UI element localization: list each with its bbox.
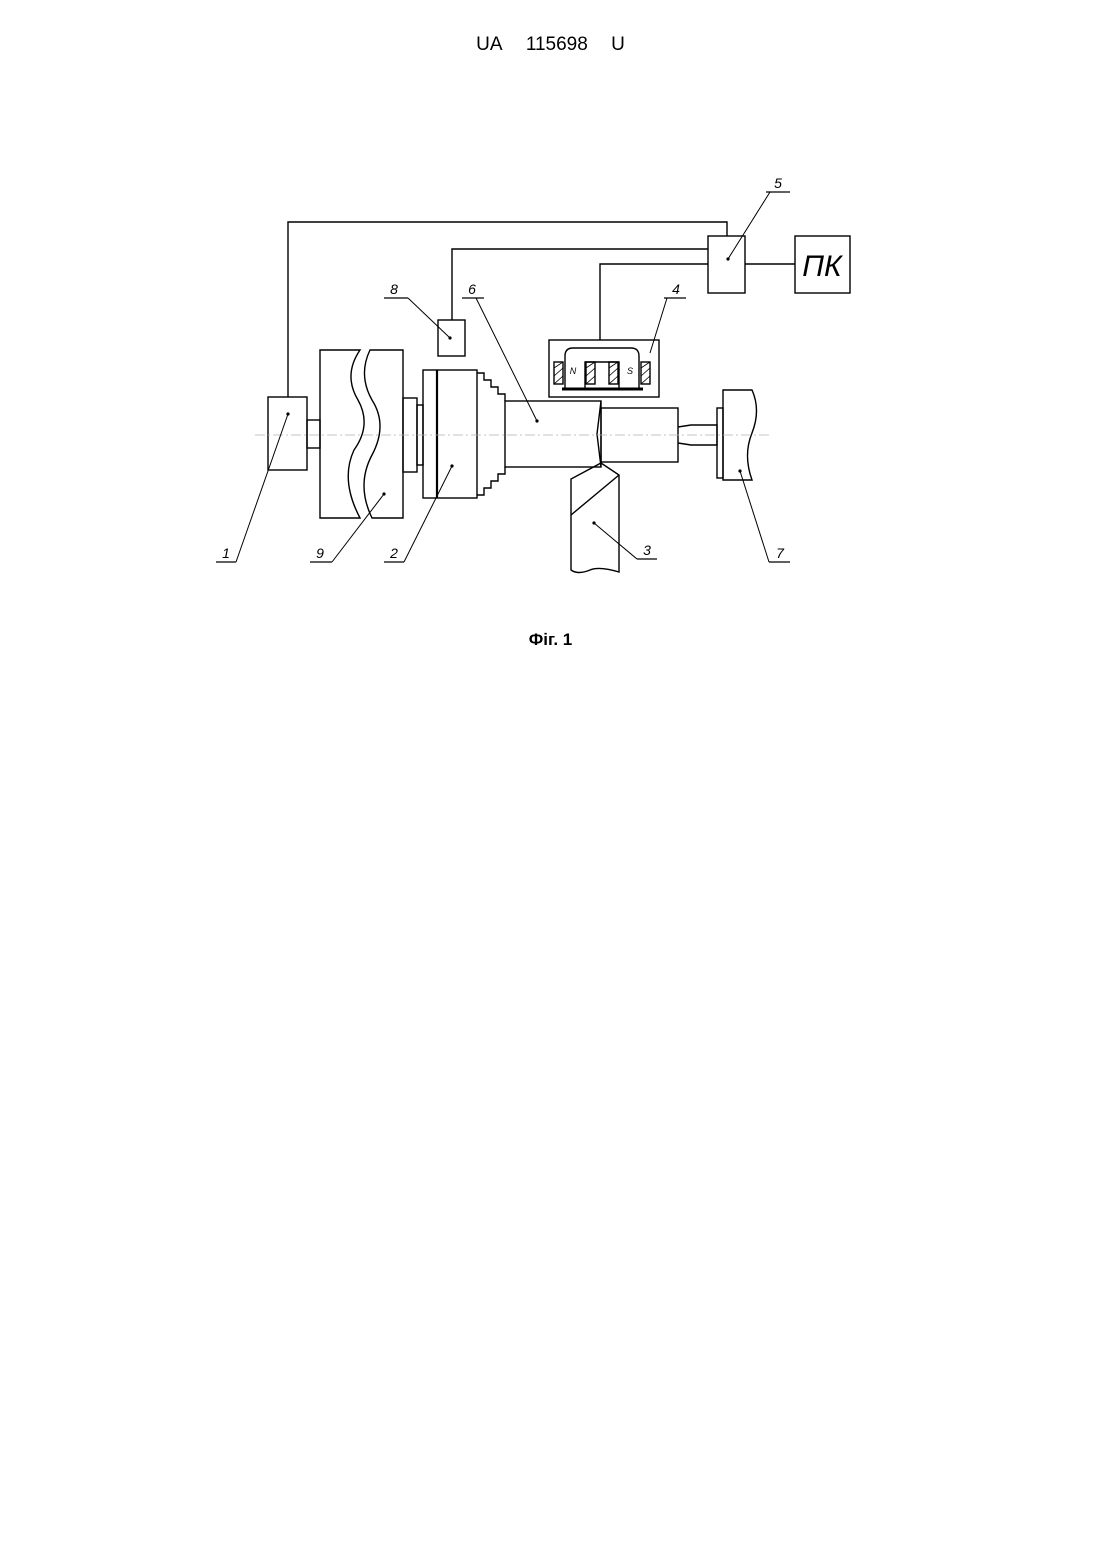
leader-6	[476, 298, 537, 421]
leader-9	[332, 494, 384, 562]
workpiece-6	[505, 401, 601, 467]
chuck-jaws-bottom	[477, 467, 505, 495]
wire-sensor8-to-unit5	[452, 249, 708, 320]
callout-4: 4	[672, 281, 680, 297]
wire-inductor4-to-unit5	[600, 264, 708, 340]
leader-8	[408, 298, 450, 338]
callout-1: 1	[222, 545, 230, 561]
leader-5	[728, 192, 770, 259]
wire-sensor1-to-unit5	[288, 222, 727, 397]
leader-7	[740, 471, 769, 562]
callout-6: 6	[468, 281, 476, 297]
chuck-2-body	[423, 370, 477, 498]
callout-7: 7	[776, 545, 785, 561]
headstock-9	[320, 350, 364, 518]
leader-3	[594, 523, 637, 559]
cutting-tool-bevel	[571, 475, 619, 515]
magnet-yoke-inner	[585, 362, 619, 389]
leader-1	[236, 414, 288, 562]
callout-5: 5	[774, 175, 782, 191]
magnet-north-label: N	[570, 366, 577, 376]
tailstock-7-flange	[717, 408, 723, 478]
callout-2: 2	[389, 545, 398, 561]
callout-9: 9	[316, 545, 324, 561]
leader-2	[404, 466, 452, 562]
callout-8: 8	[390, 281, 398, 297]
figure-caption: Фіг. 1	[0, 630, 1101, 650]
pc-label: ПК	[802, 250, 844, 283]
callout-3: 3	[643, 542, 651, 558]
chuck-jaws-top	[477, 373, 505, 401]
magnet-south-label: S	[627, 366, 633, 376]
sensor-1	[268, 397, 307, 470]
spindle-shaft-left	[307, 420, 320, 448]
cutting-tool-3	[571, 463, 619, 573]
unit-5	[708, 236, 745, 293]
